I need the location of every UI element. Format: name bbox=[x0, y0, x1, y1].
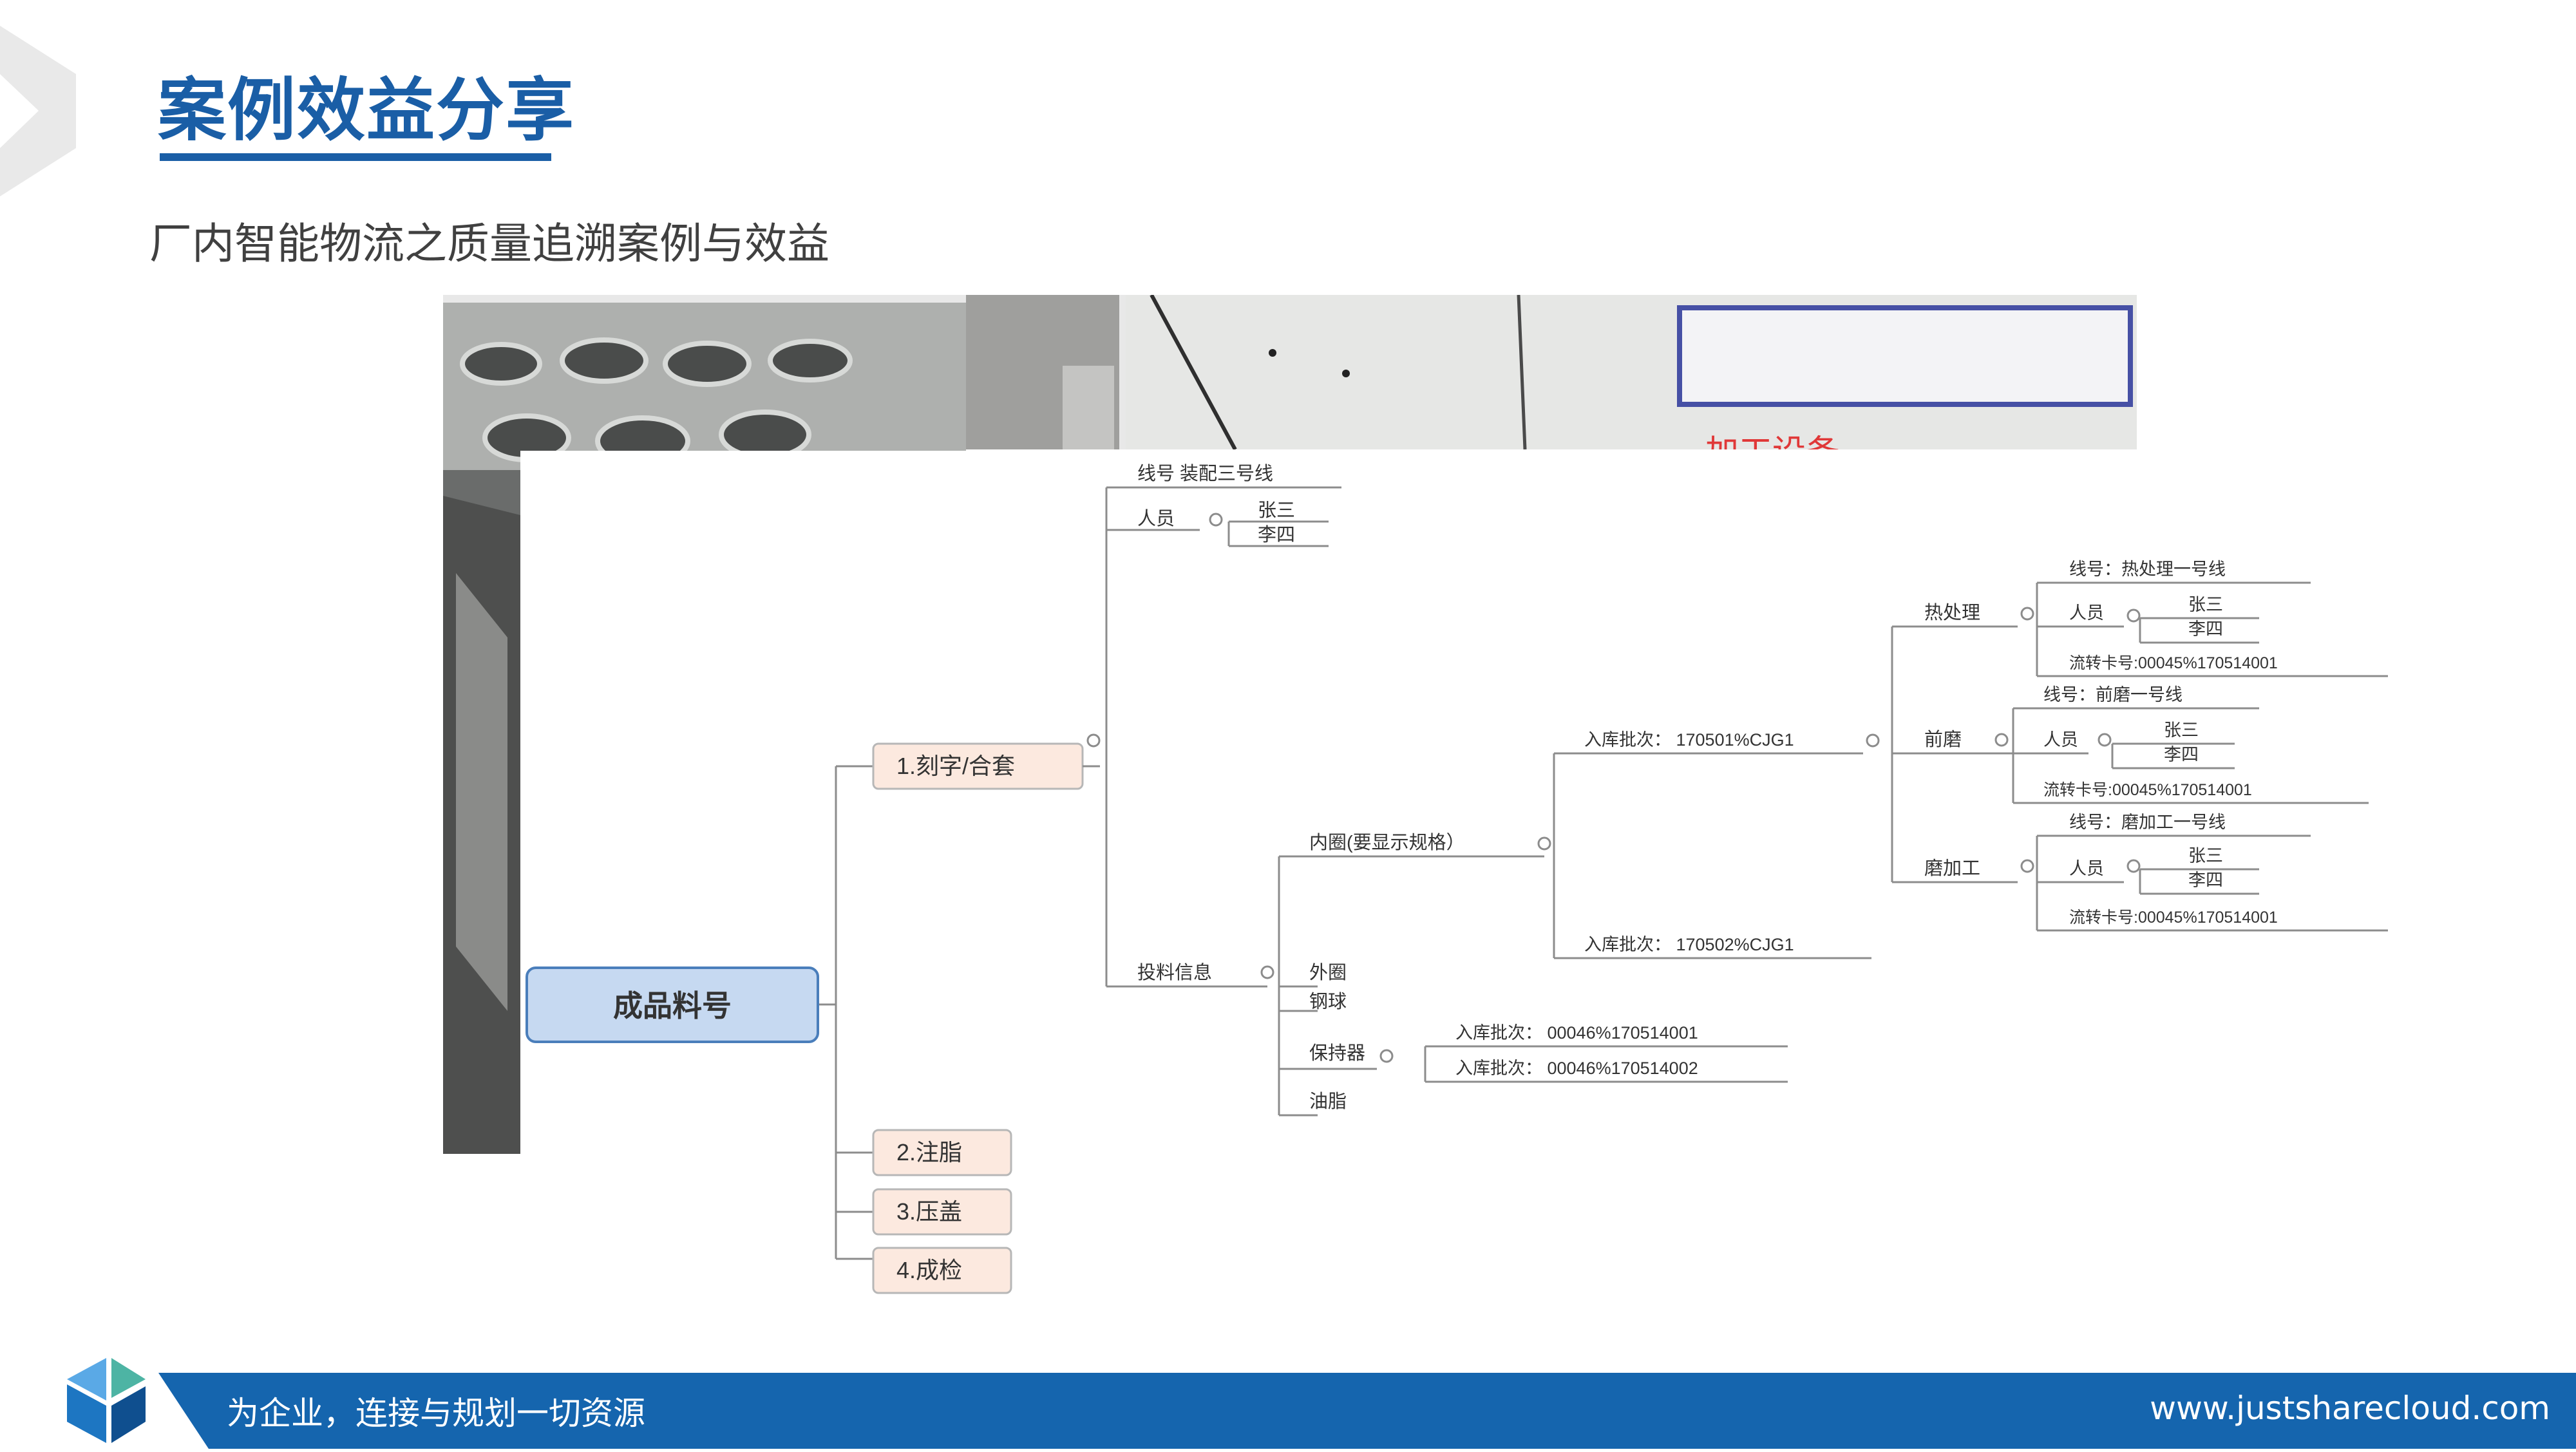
process-name: 热处理 bbox=[1924, 602, 1980, 623]
step-label: 4.成检 bbox=[896, 1257, 962, 1283]
inner-ring-label: 内圈(要显示规格） bbox=[1309, 832, 1465, 853]
step-label: 1.刻字/合套 bbox=[896, 753, 1015, 779]
process-card: 流转卡号:00045%170514001 bbox=[2069, 909, 2278, 927]
material-item: 外圈 bbox=[1309, 962, 1347, 983]
person-name: 张三 bbox=[2164, 721, 2199, 740]
process-personnel: 人员 bbox=[2043, 730, 2078, 750]
footer-website-link[interactable]: www.justsharecloud.com bbox=[2150, 1390, 2550, 1427]
process-name: 前磨 bbox=[1924, 729, 1962, 750]
footer-bar bbox=[142, 1373, 2576, 1449]
process-card: 流转卡号:00045%170514001 bbox=[2069, 654, 2278, 672]
step-label: 2.注脂 bbox=[896, 1139, 962, 1165]
step-node bbox=[872, 1247, 1012, 1294]
material-item: 钢球 bbox=[1309, 991, 1347, 1012]
cage-batch-label: 入库批次： 00046%170514001 bbox=[1455, 1023, 1698, 1042]
person-name: 张三 bbox=[2188, 846, 2223, 865]
person-name: 李四 bbox=[2188, 619, 2223, 639]
company-logo-icon bbox=[59, 1349, 153, 1452]
person-name: 张三 bbox=[2188, 595, 2223, 614]
process-name: 磨加工 bbox=[1924, 858, 1980, 879]
traceability-mind-map: 成品料号 1.刻字/合套 2.注脂 3.压盖 4.成检 bbox=[520, 451, 2452, 1294]
title-underline bbox=[160, 153, 551, 161]
slide-subtitle: 厂内智能物流之质量追溯案例与效益 bbox=[149, 219, 829, 269]
line-info: 线号 装配三号线 bbox=[1137, 463, 1273, 484]
process-personnel: 人员 bbox=[2069, 859, 2104, 878]
step-node bbox=[872, 1188, 1012, 1236]
person-name: 李四 bbox=[2188, 871, 2223, 890]
process-line: 线号：前磨一号线 bbox=[2043, 685, 2183, 704]
process-personnel: 人员 bbox=[2069, 603, 2104, 623]
process-line: 线号：磨加工一号线 bbox=[2069, 813, 2226, 832]
person-name: 李四 bbox=[2164, 745, 2199, 764]
material-info-label: 投料信息 bbox=[1137, 962, 1212, 983]
batch-label: 入库批次： 170501%CJG1 bbox=[1584, 730, 1794, 750]
person-name: 李四 bbox=[1258, 524, 1295, 545]
process-line: 线号：热处理一号线 bbox=[2069, 560, 2226, 579]
root-node-label: 成品料号 bbox=[613, 989, 732, 1023]
batch-label: 入库批次： 170502%CJG1 bbox=[1584, 935, 1794, 954]
photo-caption-text: 加工设备 bbox=[1705, 434, 1839, 449]
step-label: 3.压盖 bbox=[896, 1198, 962, 1225]
wall-photo bbox=[966, 295, 1119, 449]
slide-title: 案例效益分享 bbox=[158, 71, 575, 150]
root-node bbox=[526, 966, 819, 1043]
corner-arrow-decoration bbox=[0, 26, 76, 196]
process-card: 流转卡号:00045%170514001 bbox=[2043, 781, 2252, 799]
person-name: 张三 bbox=[1258, 500, 1295, 521]
material-item: 油脂 bbox=[1309, 1091, 1347, 1112]
machine-photo: 加工设备 bbox=[1126, 295, 2137, 449]
step-node bbox=[872, 1129, 1012, 1176]
material-item: 保持器 bbox=[1309, 1042, 1365, 1064]
cage-batch-label: 入库批次： 00046%170514002 bbox=[1455, 1059, 1698, 1078]
personnel-label: 人员 bbox=[1137, 509, 1175, 529]
footer-slogan: 为企业，连接与规划一切资源 bbox=[227, 1395, 645, 1432]
